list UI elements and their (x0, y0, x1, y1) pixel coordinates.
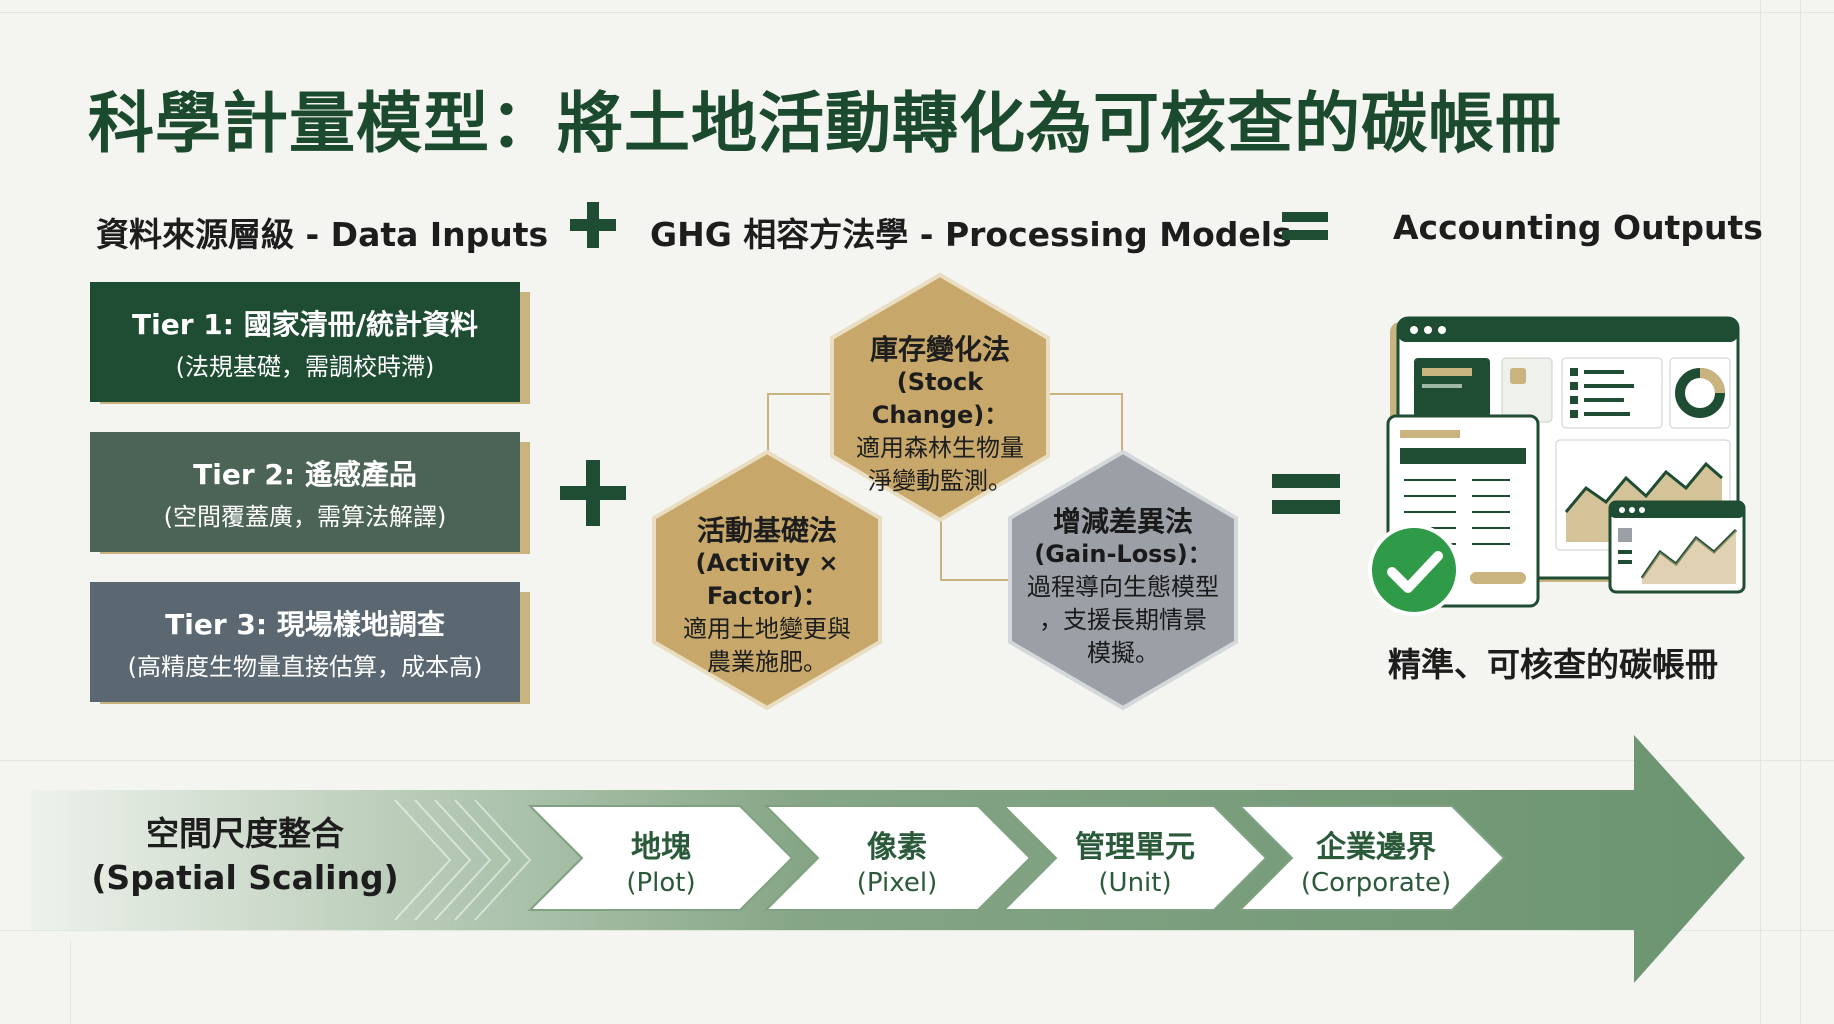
grid-line (70, 940, 71, 1024)
header-processing-models: GHG 相容方法學 - Processing Models (650, 215, 1292, 254)
method-title: 活動基礎法 (696, 514, 837, 547)
tier-1-card: Tier 1: 國家清冊/統計資料 (法規基礎，需調校時滯) (90, 282, 520, 402)
method-line: 農業施肥。 (707, 648, 827, 676)
method-line: 模擬。 (1087, 639, 1159, 667)
scaling-label-zh: 空間尺度整合 (146, 814, 344, 853)
step-sub: (Plot) (626, 868, 696, 898)
hex-gain-loss (1008, 449, 1238, 711)
check-icon (1368, 524, 1460, 616)
step-sub: (Corporate) (1300, 868, 1452, 898)
method-sub: (Stock Change)： (871, 368, 1009, 429)
tier-2-title: Tier 2: 遙感產品 (193, 457, 417, 491)
method-line: 過程導向生態模型 (1027, 573, 1219, 601)
method-sub: (Activity × Factor)： (695, 549, 839, 610)
tier-3-sub: (高精度生物量直接估算，成本高) (127, 652, 483, 681)
spatial-scaling-label: 空間尺度整合 (Spatial Scaling) (85, 812, 405, 900)
method-line: 適用土地變更與 (683, 615, 851, 643)
step-unit: 管理單元 (Unit) (1060, 822, 1210, 898)
chevron-corporate (1237, 805, 1506, 911)
page-title: 科學計量模型：將土地活動轉化為可核查的碳帳冊 (88, 85, 1562, 162)
grid-line (0, 12, 1834, 13)
method-line: 淨變動監測。 (868, 467, 1012, 495)
equals-icon (1282, 212, 1328, 240)
hex-activity-factor (652, 449, 882, 711)
step-pixel: 像素 (Pixel) (822, 822, 972, 898)
hex-stock-change (830, 272, 1050, 523)
step-sub: (Pixel) (856, 868, 938, 898)
tier-3-title: Tier 3: 現場樣地調查 (165, 607, 445, 641)
step-corporate: 企業邊界 (Corporate) (1296, 822, 1456, 898)
output-label: 精準、可核查的碳帳冊 (1388, 645, 1718, 684)
tier-2-card: Tier 2: 遙感產品 (空間覆蓋廣，需算法解譯) (90, 432, 520, 552)
chevron-plot (527, 805, 794, 911)
header-data-inputs: 資料來源層級 - Data Inputs (96, 215, 549, 254)
step-plot: 地塊 (Plot) (586, 822, 736, 898)
method-title: 增減差異法 (1052, 505, 1193, 538)
step-title: 管理單元 (1075, 830, 1195, 865)
method-line: 適用森林生物量 (856, 434, 1024, 462)
dashboard-illustration (1386, 316, 1746, 608)
plus-icon (560, 460, 626, 526)
step-sub: (Unit) (1098, 868, 1172, 898)
step-title: 地塊 (631, 830, 691, 865)
method-title: 庫存變化法 (869, 333, 1010, 366)
tier-1-sub: (法規基礎，需調校時滯) (175, 352, 435, 381)
chevron-unit (1001, 805, 1268, 911)
grid-line (0, 760, 1834, 761)
tier-1-title: Tier 1: 國家清冊/統計資料 (132, 307, 478, 341)
hex-stock-change-text: 庫存變化法 (Stock Change)： 適用森林生物量 淨變動監測。 (830, 333, 1050, 498)
plus-icon (570, 202, 616, 248)
scaling-label-en: (Spatial Scaling) (91, 858, 399, 897)
hex-activity-factor-text: 活動基礎法 (Activity × Factor)： 適用土地變更與 農業施肥。 (652, 514, 882, 679)
grid-line (1760, 0, 1761, 1024)
hex-gain-loss-text: 增減差異法 (Gain-Loss)： 過程導向生態模型 ，支援長期情景 模擬。 (1008, 505, 1238, 670)
method-line: ，支援長期情景 (1039, 606, 1207, 634)
tier-3-card: Tier 3: 現場樣地調查 (高精度生物量直接估算，成本高) (90, 582, 520, 702)
grid-line (0, 930, 1834, 931)
chevron-pixel (763, 805, 1032, 911)
tier-2-sub: (空間覆蓋廣，需算法解譯) (163, 502, 447, 531)
step-title: 企業邊界 (1316, 830, 1436, 865)
step-title: 像素 (867, 830, 927, 865)
method-sub: (Gain-Loss)： (1034, 540, 1212, 568)
equals-icon (1272, 474, 1340, 514)
header-accounting-outputs: Accounting Outputs (1393, 208, 1763, 247)
grid-line (1800, 0, 1801, 1024)
